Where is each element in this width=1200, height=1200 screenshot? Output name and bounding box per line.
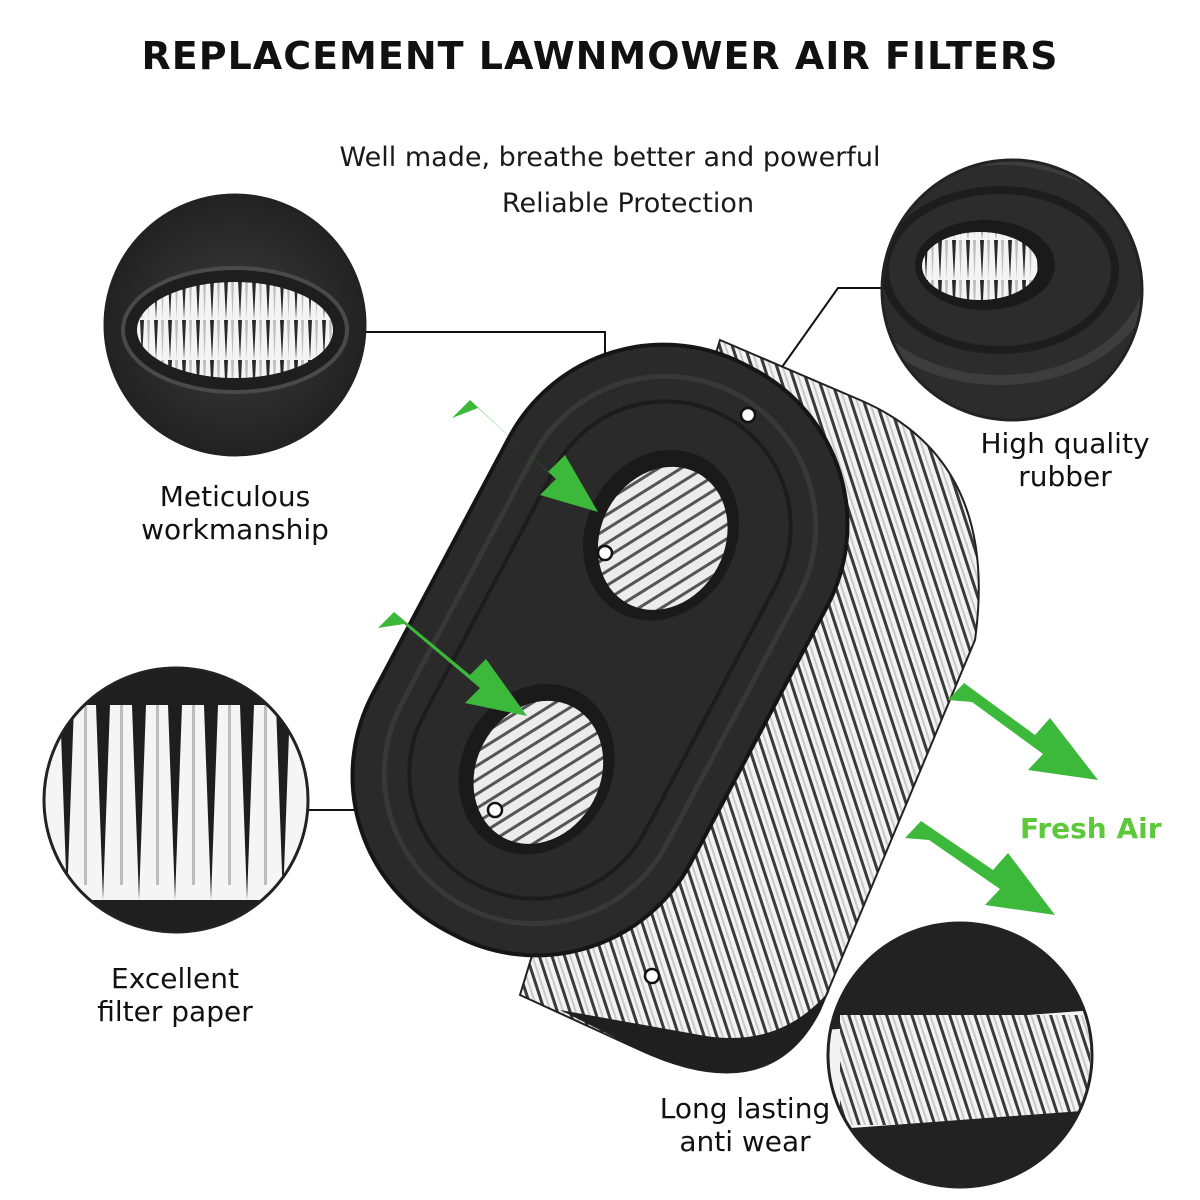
page-title: REPLACEMENT LAWNMOWER AIR FILTERS <box>141 34 1059 78</box>
zoom-circle-meticulous <box>103 193 367 457</box>
callout-wear-line-2: anti wear <box>679 1125 811 1158</box>
callout-meticulous: Meticulous workmanship <box>95 480 375 546</box>
subtitle-line-2: Reliable Protection <box>501 188 755 219</box>
callout-rubber: High quality rubber <box>940 427 1190 493</box>
arrow-right-down-icon <box>378 612 527 716</box>
callout-meticulous-line-1: Meticulous <box>159 480 311 513</box>
arrow-right-down-icon <box>452 400 598 512</box>
zoom-circle-wear <box>826 921 1094 1189</box>
arrow-right-down-icon <box>948 683 1098 780</box>
subtitle-line-1: Well made, breathe better and powerful <box>339 142 881 173</box>
callout-meticulous-line-2: workmanship <box>141 513 329 546</box>
air-filter-product <box>350 338 980 1074</box>
callout-wear-line-1: Long lasting <box>659 1092 831 1125</box>
callout-paper-line-1: Excellent <box>111 962 239 995</box>
callout-wear: Long lasting anti wear <box>620 1092 870 1158</box>
arrow-right-down-icon <box>905 821 1055 915</box>
zoom-circle-rubber <box>880 158 1144 422</box>
callout-rubber-line-2: rubber <box>1018 460 1112 493</box>
zoom-circle-paper <box>42 666 310 934</box>
callout-rubber-line-1: High quality <box>980 427 1150 460</box>
callout-paper-line-2: filter paper <box>97 995 253 1028</box>
callout-paper: Excellent filter paper <box>50 962 300 1028</box>
fresh-air-label: Fresh Air <box>1020 812 1162 845</box>
